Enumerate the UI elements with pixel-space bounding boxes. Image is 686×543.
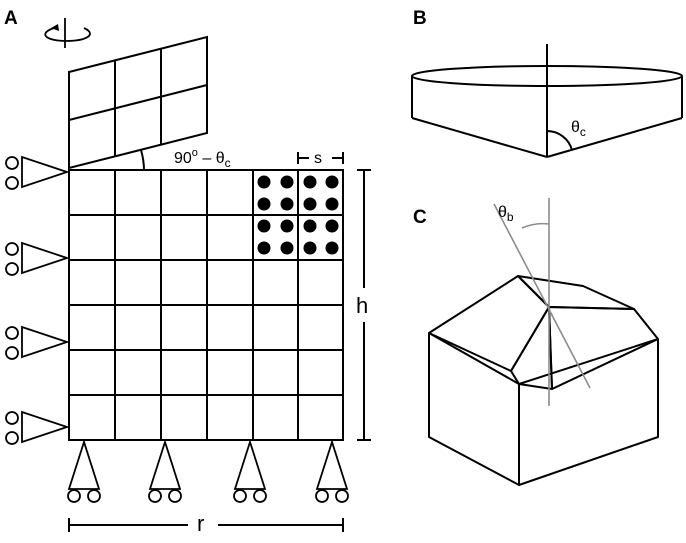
left-roller-support (5, 325, 70, 360)
tilt-angle-arc (521, 222, 550, 229)
s-dimension (297, 152, 344, 164)
label-r: r (197, 511, 204, 536)
tilted-grid-plane (68, 35, 208, 170)
panel-a: A 90o – θc (4, 8, 371, 536)
bottom-roller-support (67, 439, 101, 503)
label-h: h (356, 293, 368, 318)
tilt-axes (493, 198, 591, 406)
r-dimension (68, 518, 344, 532)
bottom-roller-support (233, 439, 267, 503)
left-roller-supports (5, 155, 70, 445)
bottom-roller-support (315, 439, 349, 503)
cone-angle-arc (546, 130, 573, 151)
left-roller-support (5, 410, 70, 445)
panel-b: B θc (411, 8, 683, 158)
panel-a-letter: A (4, 8, 18, 29)
label-s: s (314, 150, 322, 167)
label-theta-b: θb (498, 204, 514, 224)
angle-label-90-minus-theta-c: 90o – θc (174, 147, 231, 170)
main-grid (68, 169, 344, 441)
label-theta-c: θc (571, 119, 586, 139)
house-block (428, 275, 659, 486)
panel-c-letter: C (413, 207, 427, 228)
left-roller-support (5, 241, 70, 276)
panel-b-letter: B (413, 8, 427, 29)
bottom-roller-support (148, 439, 182, 503)
bottom-roller-supports (67, 439, 349, 503)
particle-dots (257, 175, 339, 255)
h-dimension (357, 169, 371, 441)
angle-arc-90-theta (140, 149, 145, 171)
panel-c: C θb (413, 198, 659, 486)
rotation-arrow-icon (44, 18, 91, 48)
left-roller-support (5, 155, 70, 190)
